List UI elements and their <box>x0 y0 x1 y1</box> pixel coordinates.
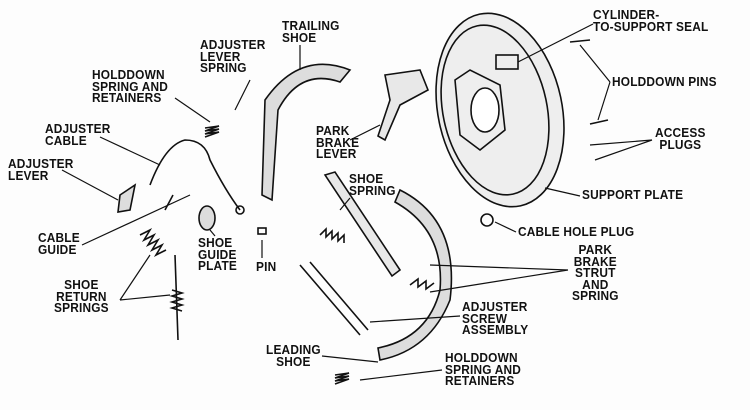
label-leading-shoe: LEADING SHOE <box>266 343 321 369</box>
label-shoe-spring: SHOE SPRING <box>349 172 396 198</box>
label-adjuster-screw: ADJUSTER SCREW ASSEMBLY <box>462 300 529 337</box>
shoe-return-spring-2 <box>169 254 185 341</box>
label-trailing-shoe: TRAILING SHOE <box>282 19 340 45</box>
trailing-shoe-drawing <box>261 63 352 202</box>
leading-shoe-drawing <box>377 188 453 361</box>
pin-drawing <box>257 227 267 235</box>
label-holddown-pins: HOLDDOWN PINS <box>612 75 717 89</box>
adjuster-lever-drawing <box>117 183 137 213</box>
shoe-spring-drawing <box>319 227 345 243</box>
park-brake-lever-drawing <box>377 69 430 142</box>
label-holddown-spring-bottom: HOLDDOWN SPRING AND RETAINERS <box>445 351 522 388</box>
holddown-spring-top <box>204 125 220 138</box>
label-shoe-guide-plate: SHOE GUIDE PLATE <box>198 236 237 273</box>
label-cable-guide: CABLE GUIDE <box>38 231 80 257</box>
cable-hole-plug-drawing <box>480 213 494 227</box>
label-park-brake-strut: PARK BRAKE STRUT AND SPRING <box>572 243 619 303</box>
label-holddown-spring-top: HOLDDOWN SPRING AND RETAINERS <box>92 68 169 105</box>
label-cable-hole-plug: CABLE HOLE PLUG <box>518 225 635 239</box>
label-pin: PIN <box>256 260 277 274</box>
label-adjuster-lever-spring: ADJUSTER LEVER SPRING <box>200 38 266 75</box>
adjuster-screw-drawing <box>299 261 369 336</box>
holddown-pins-drawing <box>569 39 609 125</box>
shoe-guide-plate-drawing <box>198 205 216 231</box>
label-adjuster-lever: ADJUSTER LEVER <box>8 157 74 183</box>
park-brake-strut-drawing <box>323 171 402 278</box>
label-support-plate: SUPPORT PLATE <box>582 188 684 202</box>
adjuster-cable-drawing <box>149 139 241 211</box>
support-plate-drawing <box>435 12 565 208</box>
label-access-plugs: ACCESS PLUGS <box>655 126 706 152</box>
label-adjuster-cable: ADJUSTER CABLE <box>45 122 111 148</box>
label-shoe-return-springs: SHOE RETURN SPRINGS <box>54 278 109 315</box>
leader-lines <box>61 23 653 381</box>
shoe-return-spring-1 <box>139 194 174 257</box>
strut-spring-drawing <box>409 277 435 291</box>
label-cylinder-seal: CYLINDER- TO-SUPPORT SEAL <box>593 8 709 34</box>
label-park-brake-lever: PARK BRAKE LEVER <box>316 124 360 161</box>
holddown-spring-bottom <box>334 372 350 385</box>
